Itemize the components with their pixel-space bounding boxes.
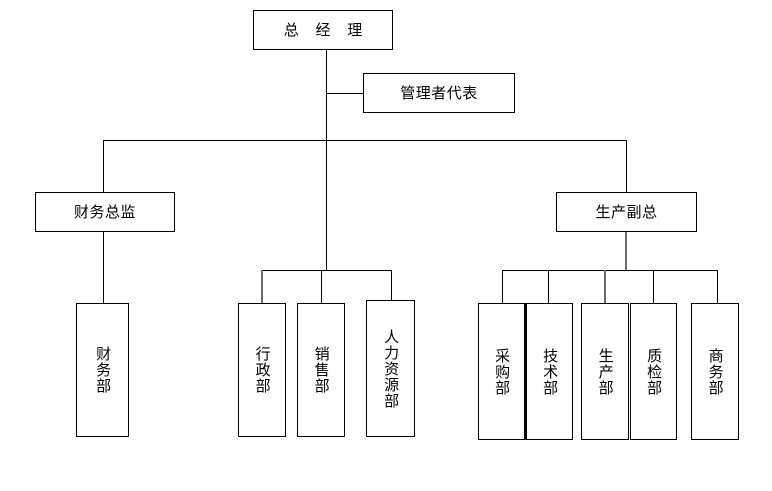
node-finance-director[interactable]: 财务总监 xyxy=(35,192,175,232)
node-production-vp-label: 生产副总 xyxy=(595,202,658,221)
connector-gm-spine xyxy=(326,50,327,140)
connector-production-vp-spine xyxy=(625,232,627,270)
connector-gm-to-management-rep xyxy=(326,93,363,94)
dept-box-procurement-label: 采购部 xyxy=(493,347,512,396)
connector-center-bus xyxy=(262,270,392,271)
connector-finance-director-to-dept xyxy=(103,232,104,303)
dept-box-technology[interactable]: 技术部 xyxy=(525,303,573,440)
connector-center-drop-administration xyxy=(261,270,263,303)
dept-box-quality-inspection[interactable]: 质检部 xyxy=(630,303,677,440)
dept-box-human-resources[interactable]: 人力资源部 xyxy=(366,300,415,437)
node-general-manager[interactable]: 总 经 理 xyxy=(253,10,393,50)
connector-production-drop-production-dept xyxy=(604,270,606,303)
connector-center-drop-sales xyxy=(321,270,322,303)
dept-box-production[interactable]: 生产部 xyxy=(581,303,629,440)
dept-box-quality-inspection-label: 质检部 xyxy=(645,347,664,396)
connector-production-drop-commerce xyxy=(717,270,718,303)
dept-box-administration[interactable]: 行政部 xyxy=(238,303,286,437)
node-general-manager-label: 总 经 理 xyxy=(283,20,369,39)
dept-box-administration-label: 行政部 xyxy=(253,346,272,394)
node-management-representative[interactable]: 管理者代表 xyxy=(363,73,515,113)
connector-bus-to-finance-director xyxy=(103,140,104,192)
dept-box-technology-label: 技术部 xyxy=(541,347,560,396)
connector-production-drop-technology xyxy=(548,270,549,303)
connector-production-drop-procurement xyxy=(502,270,503,303)
node-production-vp[interactable]: 生产副总 xyxy=(556,192,697,232)
dept-box-human-resources-label: 人力资源部 xyxy=(382,328,401,409)
connector-gm-spine-lower xyxy=(326,140,327,270)
connector-center-drop-hr xyxy=(391,270,392,303)
dept-box-finance[interactable]: 财务部 xyxy=(76,303,129,437)
dept-box-commerce[interactable]: 商务部 xyxy=(691,303,739,440)
connector-bus-to-production-vp xyxy=(626,140,627,192)
connector-production-bus xyxy=(502,270,718,271)
connector-main-bus xyxy=(103,140,627,141)
connector-production-drop-quality xyxy=(653,270,654,303)
dept-box-sales[interactable]: 销售部 xyxy=(297,303,345,437)
node-management-representative-label: 管理者代表 xyxy=(400,83,478,102)
dept-box-production-label: 生产部 xyxy=(596,347,615,396)
dept-box-finance-label: 财务部 xyxy=(94,346,113,394)
dept-box-procurement[interactable]: 采购部 xyxy=(478,303,526,440)
dept-box-commerce-label: 商务部 xyxy=(706,347,725,396)
dept-box-sales-label: 销售部 xyxy=(312,346,331,394)
node-finance-director-label: 财务总监 xyxy=(73,202,136,221)
